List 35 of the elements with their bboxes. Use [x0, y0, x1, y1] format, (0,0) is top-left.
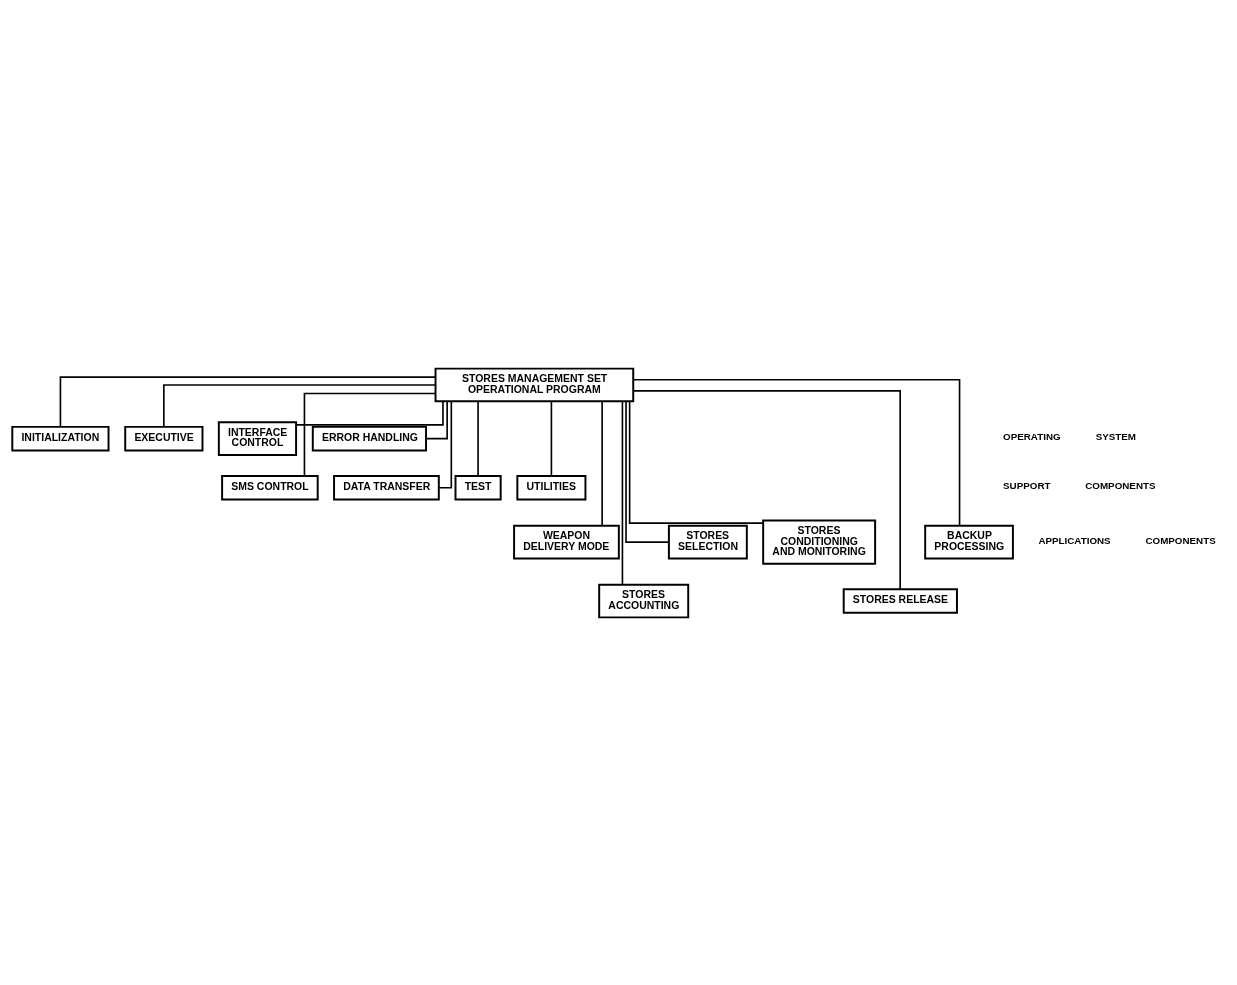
node-box: STORES ACCOUNTING — [598, 583, 690, 618]
node-box: EXECUTIVE — [124, 425, 204, 451]
label: COMPONENTS — [1085, 479, 1156, 491]
connector — [163, 383, 437, 428]
connector — [601, 400, 603, 526]
connector — [295, 400, 444, 426]
label: SYSTEM — [1095, 430, 1137, 442]
node-box: STORES SELECTION — [667, 524, 748, 559]
node-box: STORES MANAGEMENT SET OPERATIONAL PROGRAM — [434, 367, 635, 402]
node-box: WEAPON DELIVERY MODE — [513, 524, 620, 559]
node-box: TEST — [454, 474, 502, 501]
connector — [628, 400, 764, 524]
connector — [632, 389, 901, 590]
connector — [621, 400, 624, 585]
node-box: BACKUP PROCESSING — [924, 524, 1014, 559]
node-box: STORES CONDITIONING AND MONITORING — [762, 519, 877, 565]
node-box: INTERFACE CONTROL — [217, 420, 298, 456]
node-box: INITIALIZATION — [11, 425, 110, 451]
label: OPERATING — [1003, 430, 1061, 442]
node-box: UTILITIES — [516, 474, 587, 501]
connector — [303, 392, 437, 477]
label: APPLICATIONS — [1038, 534, 1111, 546]
label: SUPPORT — [1003, 479, 1051, 491]
connector — [550, 400, 553, 477]
label: COMPONENTS — [1145, 534, 1216, 546]
connector — [477, 400, 479, 477]
connector — [59, 375, 437, 428]
node-box: STORES RELEASE — [842, 587, 958, 614]
node-box: DATA TRANSFER — [333, 474, 440, 501]
connector — [438, 400, 453, 489]
connector — [425, 400, 448, 439]
node-box: SMS CONTROL — [221, 474, 319, 501]
node-box: ERROR HANDLING — [311, 425, 428, 451]
connector — [625, 400, 670, 543]
connector — [632, 378, 961, 526]
